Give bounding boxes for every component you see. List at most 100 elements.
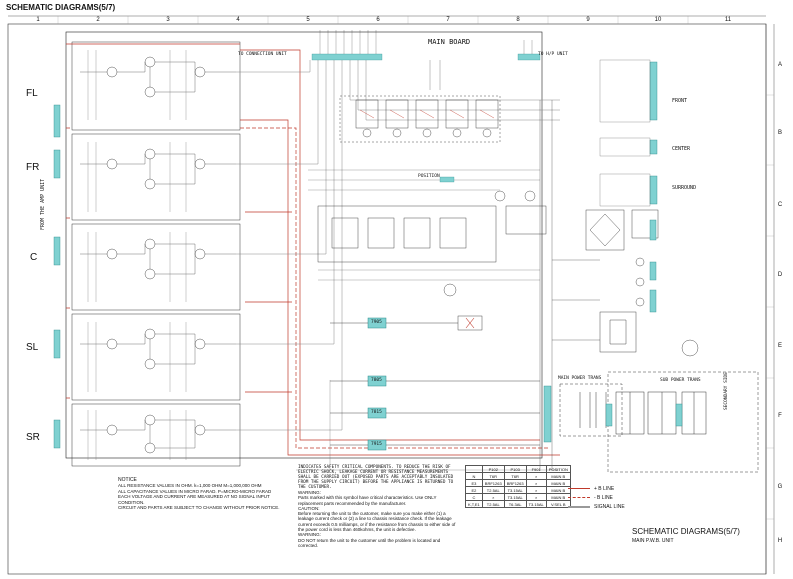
notice-block: NOTICE ALL RESISTANCE VALUES IN OHM. k=1… — [118, 477, 288, 511]
table-cell: F901 — [525, 465, 547, 473]
table-cell: T2.5AL — [481, 486, 505, 494]
connection-unit-label: TO CONNECTION UNIT — [238, 52, 287, 57]
channel-label-sl: SL — [26, 342, 39, 353]
table-cell: E3 — [465, 479, 483, 487]
row-letter: B — [777, 130, 782, 136]
table-cell: × — [525, 472, 547, 480]
column-number: 8 — [516, 17, 520, 23]
table-cell: × — [481, 493, 505, 501]
legend-label: + B LINE — [594, 485, 615, 492]
table-cell: BRF1263 — [503, 479, 527, 487]
table-cell: C — [465, 493, 483, 501]
table-cell: P102 — [481, 465, 505, 473]
column-number: 11 — [724, 17, 732, 23]
table-row: N T6R T6R × MAIN B — [465, 472, 571, 480]
notice-line: ALL RESISTANCE VALUES IN OHM. k=1,000 OH… — [118, 483, 262, 489]
row-letter: D — [777, 272, 783, 278]
column-number: 10 — [654, 17, 662, 23]
table-cell: V.SEL B — [545, 500, 571, 508]
safety-note: INDICATES SAFETY CRITICAL COMPONENTS. TO… — [298, 465, 454, 490]
footer-title: SCHEMATIC DIAGRAMS(5/7) — [632, 527, 740, 536]
notice-line: ALL CAPACITANCE VALUES IN MICRO FARAD. P… — [118, 488, 272, 494]
row-letter: H — [777, 538, 783, 544]
from-pre-amp-label: FROM THE AMP UNIT — [40, 178, 46, 230]
notice-title: NOTICE — [118, 477, 137, 483]
legend-item-plus-b: + B LINE — [568, 484, 625, 493]
regulator-label: 7805 — [371, 378, 382, 383]
page-title: SCHEMATIC DIAGRAMS(5/7) — [6, 3, 116, 12]
column-number: 1 — [36, 17, 40, 23]
center-label: CENTER — [672, 146, 691, 152]
main-power-trans-label: MAIN POWER TRANS — [558, 376, 602, 381]
table-cell: × — [525, 493, 547, 501]
regulator-label: 7815 — [371, 410, 382, 415]
row-letter: C — [777, 202, 783, 208]
legend-item-minus-b: - B LINE — [568, 493, 625, 502]
table-cell: MAIN B — [545, 486, 571, 494]
table-cell: T3.15AL — [503, 493, 527, 501]
caution-title: CAUTION: — [298, 505, 320, 511]
table-cell: T6R — [481, 472, 505, 480]
table-cell: MAIN B — [545, 493, 571, 501]
footer-subtitle: MAIN P.W.B. UNIT — [632, 538, 674, 544]
table-row: K,T,E1 T2.5AL T6.3AL T3.15AL V.SEL B — [465, 500, 571, 508]
warning-text: Parts marked with this symbol have criti… — [298, 495, 437, 506]
column-number: 2 — [96, 17, 100, 23]
channel-label-fr: FR — [26, 162, 40, 173]
row-letter: E — [777, 343, 782, 349]
column-number: 6 — [376, 17, 380, 23]
notice-line: EACH VOLTAGE AND CURRENT ARE MEASURED AT… — [118, 494, 270, 505]
main-board-label: MAIN BOARD — [428, 38, 471, 46]
safety-warning-block: INDICATES SAFETY CRITICAL COMPONENTS. TO… — [298, 465, 458, 548]
column-number: 7 — [446, 17, 450, 23]
notice-line: CIRCUIT AND PARTS ARE SUBJECT TO CHANGE … — [118, 505, 280, 511]
table-cell: × — [525, 479, 547, 487]
signal-line-swatch — [568, 505, 590, 508]
table-cell: T6.3AL — [503, 500, 527, 508]
table-cell: T3.15AL — [525, 500, 547, 508]
table-cell: E2 — [465, 486, 483, 494]
row-letter: G — [777, 484, 783, 490]
table-cell: POSITION — [545, 465, 571, 473]
sub-power-trans-label: SUB POWER TRANS — [660, 378, 701, 383]
row-letter: F — [778, 413, 782, 419]
legend-label: - B LINE — [594, 494, 613, 501]
legend-label: SIGNAL LINE — [594, 503, 625, 510]
table-row: E2 T2.5AL T3.15AL × MAIN B — [465, 486, 571, 494]
table-cell: MAIN B — [545, 479, 571, 487]
column-number: 4 — [236, 17, 240, 23]
table-header-row: P102 P103 F901 POSITION — [465, 465, 571, 473]
table-cell: MAIN B — [545, 472, 571, 480]
table-cell: K,T,E1 — [465, 500, 483, 508]
position-label: POSITION — [418, 174, 440, 179]
column-number: 3 — [166, 17, 170, 23]
table-cell: × — [525, 486, 547, 494]
table-cell: N — [465, 472, 483, 480]
line-legend: + B LINE - B LINE SIGNAL LINE — [568, 484, 625, 511]
column-number: 9 — [586, 17, 590, 23]
table-cell: P103 — [503, 465, 527, 473]
table-cell: BRF1263 — [481, 479, 505, 487]
channel-label-c: C — [30, 252, 38, 263]
row-letter: A — [777, 62, 782, 68]
hp-unit-label: TO H/P UNIT — [538, 52, 568, 57]
warning-title: WARNING: — [298, 490, 321, 495]
table-cell: T3.15AL — [503, 486, 527, 494]
table-cell: T2.5AL — [481, 500, 505, 508]
fuse-table: P102 P103 F901 POSITION N T6R T6R × MAIN… — [465, 465, 571, 508]
secondary-side-label: SECONDARY SIDE — [724, 372, 729, 410]
table-row: C × T3.15AL × MAIN B — [465, 493, 571, 501]
column-number: 5 — [306, 17, 310, 23]
front-label: FRONT — [672, 98, 688, 104]
regulator-label: 7905 — [371, 320, 382, 325]
channel-label-sr: SR — [26, 432, 40, 443]
surround-label: SURROUND — [672, 185, 697, 191]
table-row: E3 BRF1263 BRF1263 × MAIN B — [465, 479, 571, 487]
warning-text: DO NOT return the unit to the customer u… — [298, 537, 441, 548]
minus-b-line-swatch — [568, 497, 590, 498]
warning-title: WARNING: — [298, 532, 321, 538]
legend-item-signal: SIGNAL LINE — [568, 502, 625, 511]
table-cell: T6R — [503, 472, 527, 480]
